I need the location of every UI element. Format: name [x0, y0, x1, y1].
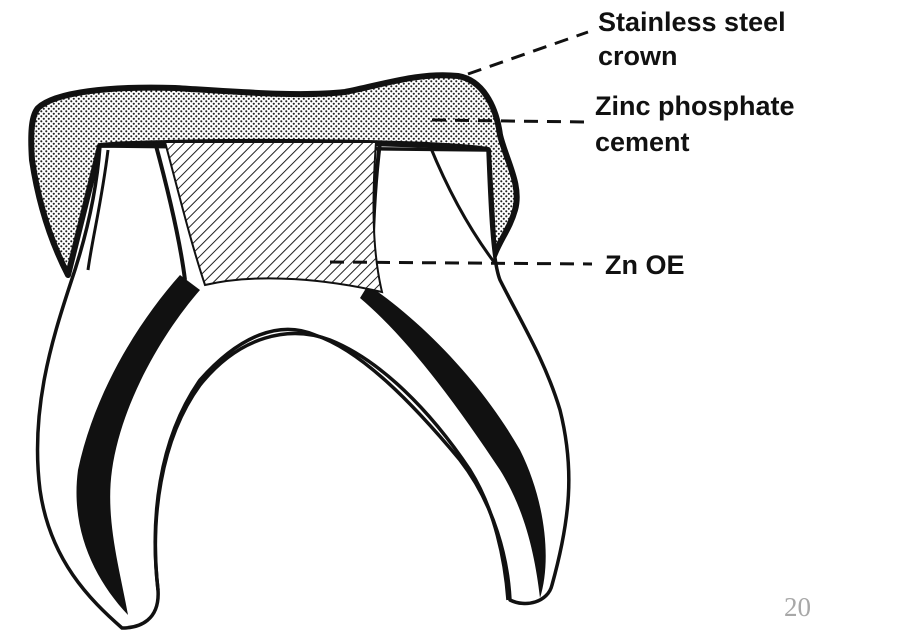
zinc-phosphate-cement-label-line2: cement — [595, 126, 690, 158]
stainless-steel-crown-label: Stainless steel — [598, 6, 786, 38]
page-number: 20 — [784, 592, 811, 623]
zinc-oxide-eugenol-label: Zn OE — [605, 249, 685, 281]
zinc-phosphate-cement-label: Zinc phosphate — [595, 90, 795, 122]
crown-leader-line — [468, 32, 588, 74]
stainless-steel-crown-label-line2: crown — [598, 40, 678, 72]
